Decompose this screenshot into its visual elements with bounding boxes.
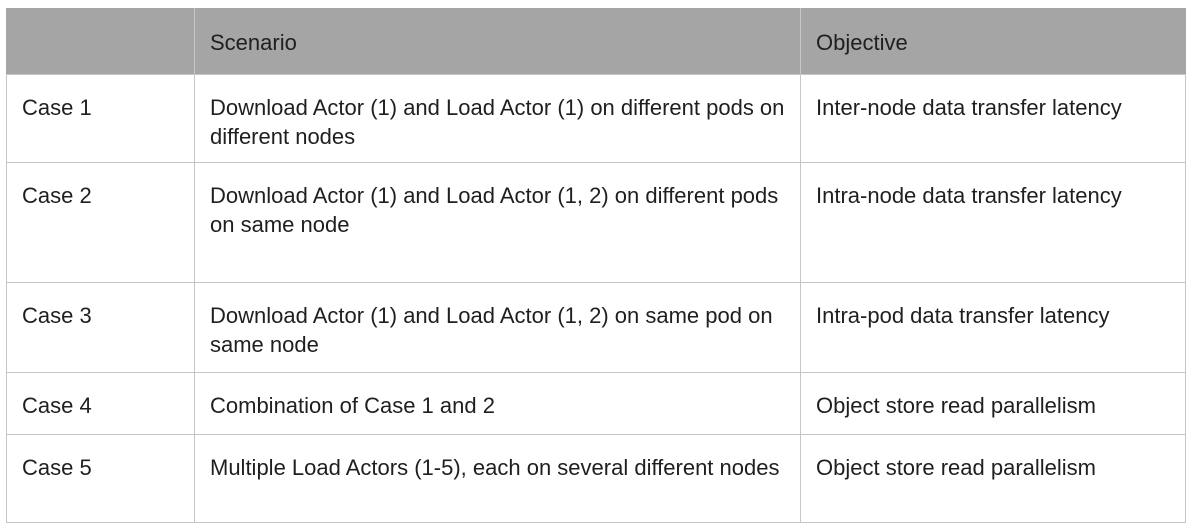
case-cell: Case 3 [6,282,195,373]
scenario-table: Scenario Objective Case 1 Download Actor… [6,8,1186,523]
objective-cell: Intra-node data transfer latency [800,162,1186,283]
case-cell: Case 2 [6,162,195,283]
scenario-cell: Combination of Case 1 and 2 [194,372,801,435]
objective-cell: Intra-pod data transfer latency [800,282,1186,373]
header-scenario: Scenario [194,8,801,75]
objective-cell: Object store read parallelism [800,434,1186,523]
scenario-cell: Download Actor (1) and Load Actor (1) on… [194,74,801,163]
table-header: Scenario Objective [6,8,1186,75]
scenario-cell: Download Actor (1) and Load Actor (1, 2)… [194,282,801,373]
table-row: Case 4 Combination of Case 1 and 2 Objec… [6,372,1186,435]
table-row: Case 1 Download Actor (1) and Load Actor… [6,74,1186,163]
objective-cell: Inter-node data transfer latency [800,74,1186,163]
header-row: Scenario Objective [6,8,1186,75]
header-case [6,8,195,75]
scenario-cell: Multiple Load Actors (1-5), each on seve… [194,434,801,523]
case-cell: Case 5 [6,434,195,523]
table-row: Case 3 Download Actor (1) and Load Actor… [6,282,1186,373]
table-row: Case 2 Download Actor (1) and Load Actor… [6,162,1186,283]
case-cell: Case 4 [6,372,195,435]
table-body: Case 1 Download Actor (1) and Load Actor… [6,74,1186,523]
scenario-cell: Download Actor (1) and Load Actor (1, 2)… [194,162,801,283]
objective-cell: Object store read parallelism [800,372,1186,435]
table-row: Case 5 Multiple Load Actors (1-5), each … [6,434,1186,523]
header-objective: Objective [800,8,1186,75]
case-cell: Case 1 [6,74,195,163]
